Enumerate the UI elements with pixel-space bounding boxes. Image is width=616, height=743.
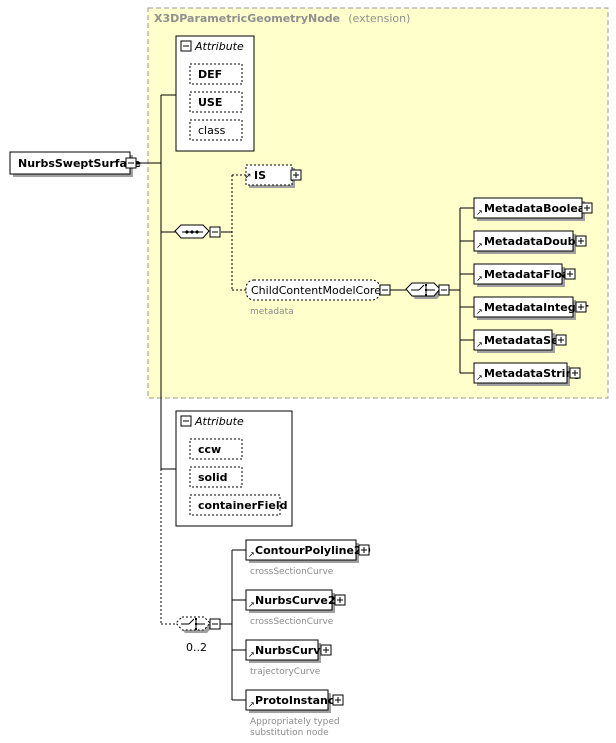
extension-suffix: (extension)	[348, 12, 410, 25]
root-element-label: NurbsSweptSurface	[18, 157, 141, 170]
root-element-node[interactable]: NurbsSweptSurface	[9, 151, 141, 177]
metadata-integer-node[interactable]: ↗ MetadataInteger	[473, 296, 589, 320]
attribute-group-2-title: Attribute	[194, 415, 244, 428]
svg-text:MetadataInteger: MetadataInteger	[484, 301, 589, 314]
contour-polyline-2d-expand-toggle[interactable]	[358, 544, 370, 556]
contour-polyline-2d-sublabel: crossSectionCurve	[250, 567, 334, 577]
child-content-collapse-toggle[interactable]	[379, 284, 391, 296]
reference-arrow-icon: ↗	[476, 208, 483, 217]
attribute-group-1: Attribute DEF USE class	[175, 35, 255, 152]
svg-text:ContourPolyline2D: ContourPolyline2D	[255, 544, 371, 557]
curve-choice-collapse-toggle[interactable]	[209, 618, 221, 630]
proto-instance-sublabel-line2: substitution node	[250, 728, 329, 738]
reference-arrow-icon: ↗	[244, 172, 252, 182]
svg-text:MetadataBoolean: MetadataBoolean	[484, 202, 593, 215]
reference-arrow-icon: ↗	[248, 650, 255, 659]
metadata-integer-expand-toggle[interactable]	[575, 301, 587, 313]
metadata-boolean-node[interactable]: ↗ MetadataBoolean	[473, 197, 593, 221]
reference-arrow-icon: ↗	[476, 241, 483, 250]
metadata-set-expand-toggle[interactable]	[555, 334, 567, 346]
root-collapse-toggle[interactable]	[125, 157, 137, 169]
is-expand-toggle[interactable]	[290, 169, 302, 181]
proto-instance-sublabel-line1: Appropriately typed	[250, 717, 340, 727]
svg-text:NurbsCurve: NurbsCurve	[255, 644, 328, 657]
metadata-set-node[interactable]: ↗ MetadataSet	[473, 329, 564, 353]
attribute-group-2: Attribute ccw solid containerField	[175, 410, 293, 527]
reference-arrow-icon: ↗	[248, 550, 255, 559]
child-content-sublabel: metadata	[250, 307, 294, 317]
attribute-group-2-toggle[interactable]	[180, 415, 192, 427]
nurbs-curve-expand-toggle[interactable]	[320, 644, 332, 656]
metadata-string-expand-toggle[interactable]	[569, 367, 581, 379]
reference-arrow-icon: ↗	[476, 340, 483, 349]
attribute-ccw[interactable]: ccw	[189, 438, 243, 460]
svg-text:MetadataFloat: MetadataFloat	[484, 268, 575, 281]
sequence-compositor[interactable]	[174, 224, 210, 239]
extension-node-name: X3DParametricGeometryNode	[154, 12, 340, 25]
metadata-choice-collapse-toggle[interactable]	[438, 284, 450, 296]
choice-cardinality-label: 0..2	[186, 641, 207, 654]
svg-text:ProtoInstance: ProtoInstance	[255, 694, 342, 707]
svg-text:NurbsCurve2D: NurbsCurve2D	[255, 594, 345, 607]
metadata-double-node[interactable]: ↗ MetadataDouble	[473, 230, 587, 254]
svg-text:ccw: ccw	[198, 443, 221, 456]
svg-text:MetadataSet: MetadataSet	[484, 334, 564, 347]
curve-choice-compositor[interactable]	[175, 616, 213, 633]
svg-text:MetadataString: MetadataString	[484, 367, 581, 380]
nurbs-curve-2d-node[interactable]: ↗ NurbsCurve2D	[245, 589, 345, 613]
child-content-group-node[interactable]: ChildContentModelCore	[245, 279, 381, 301]
metadata-float-node[interactable]: ↗ MetadataFloat	[473, 263, 575, 287]
attribute-container-field[interactable]: containerField	[189, 494, 287, 516]
proto-instance-node[interactable]: ↗ ProtoInstance	[245, 689, 342, 713]
proto-instance-expand-toggle[interactable]	[332, 694, 344, 706]
extension-header: X3DParametricGeometryNode (extension)	[154, 7, 410, 26]
reference-arrow-icon: ↗	[248, 600, 255, 609]
svg-text:USE: USE	[198, 96, 222, 109]
metadata-double-expand-toggle[interactable]	[575, 235, 587, 247]
attribute-group-1-title: Attribute	[194, 40, 244, 53]
child-content-label: ChildContentModelCore	[251, 284, 381, 297]
svg-text:DEF: DEF	[198, 68, 222, 81]
reference-arrow-icon: ↗	[476, 307, 483, 316]
attribute-solid[interactable]: solid	[189, 466, 243, 488]
sequence-collapse-toggle[interactable]	[209, 226, 221, 238]
attribute-use[interactable]: USE	[189, 91, 243, 113]
reference-arrow-icon: ↗	[248, 700, 255, 709]
attribute-class[interactable]: class	[189, 119, 243, 141]
nurbs-curve-2d-expand-toggle[interactable]	[334, 594, 346, 606]
metadata-choice-compositor[interactable]	[405, 282, 443, 299]
svg-text:MetadataDouble: MetadataDouble	[484, 235, 587, 248]
metadata-float-expand-toggle[interactable]	[564, 268, 576, 280]
contour-polyline-2d-node[interactable]: ↗ ContourPolyline2D	[245, 539, 371, 563]
reference-arrow-icon: ↗	[476, 373, 483, 382]
svg-text:containerField: containerField	[198, 499, 287, 512]
nurbs-curve-2d-sublabel: crossSectionCurve	[250, 617, 334, 627]
metadata-boolean-expand-toggle[interactable]	[581, 202, 593, 214]
nurbs-curve-sublabel: trajectoryCurve	[250, 667, 321, 677]
is-element-label: IS	[254, 169, 266, 182]
is-element-node[interactable]: IS ↗	[244, 164, 295, 188]
svg-text:solid: solid	[198, 471, 228, 484]
metadata-string-node[interactable]: ↗ MetadataString	[473, 362, 581, 386]
svg-text:class: class	[198, 124, 226, 137]
reference-arrow-icon: ↗	[476, 274, 483, 283]
nurbs-curve-node[interactable]: ↗ NurbsCurve	[245, 639, 328, 663]
attribute-group-1-toggle[interactable]	[180, 40, 192, 52]
attribute-def[interactable]: DEF	[189, 63, 243, 85]
